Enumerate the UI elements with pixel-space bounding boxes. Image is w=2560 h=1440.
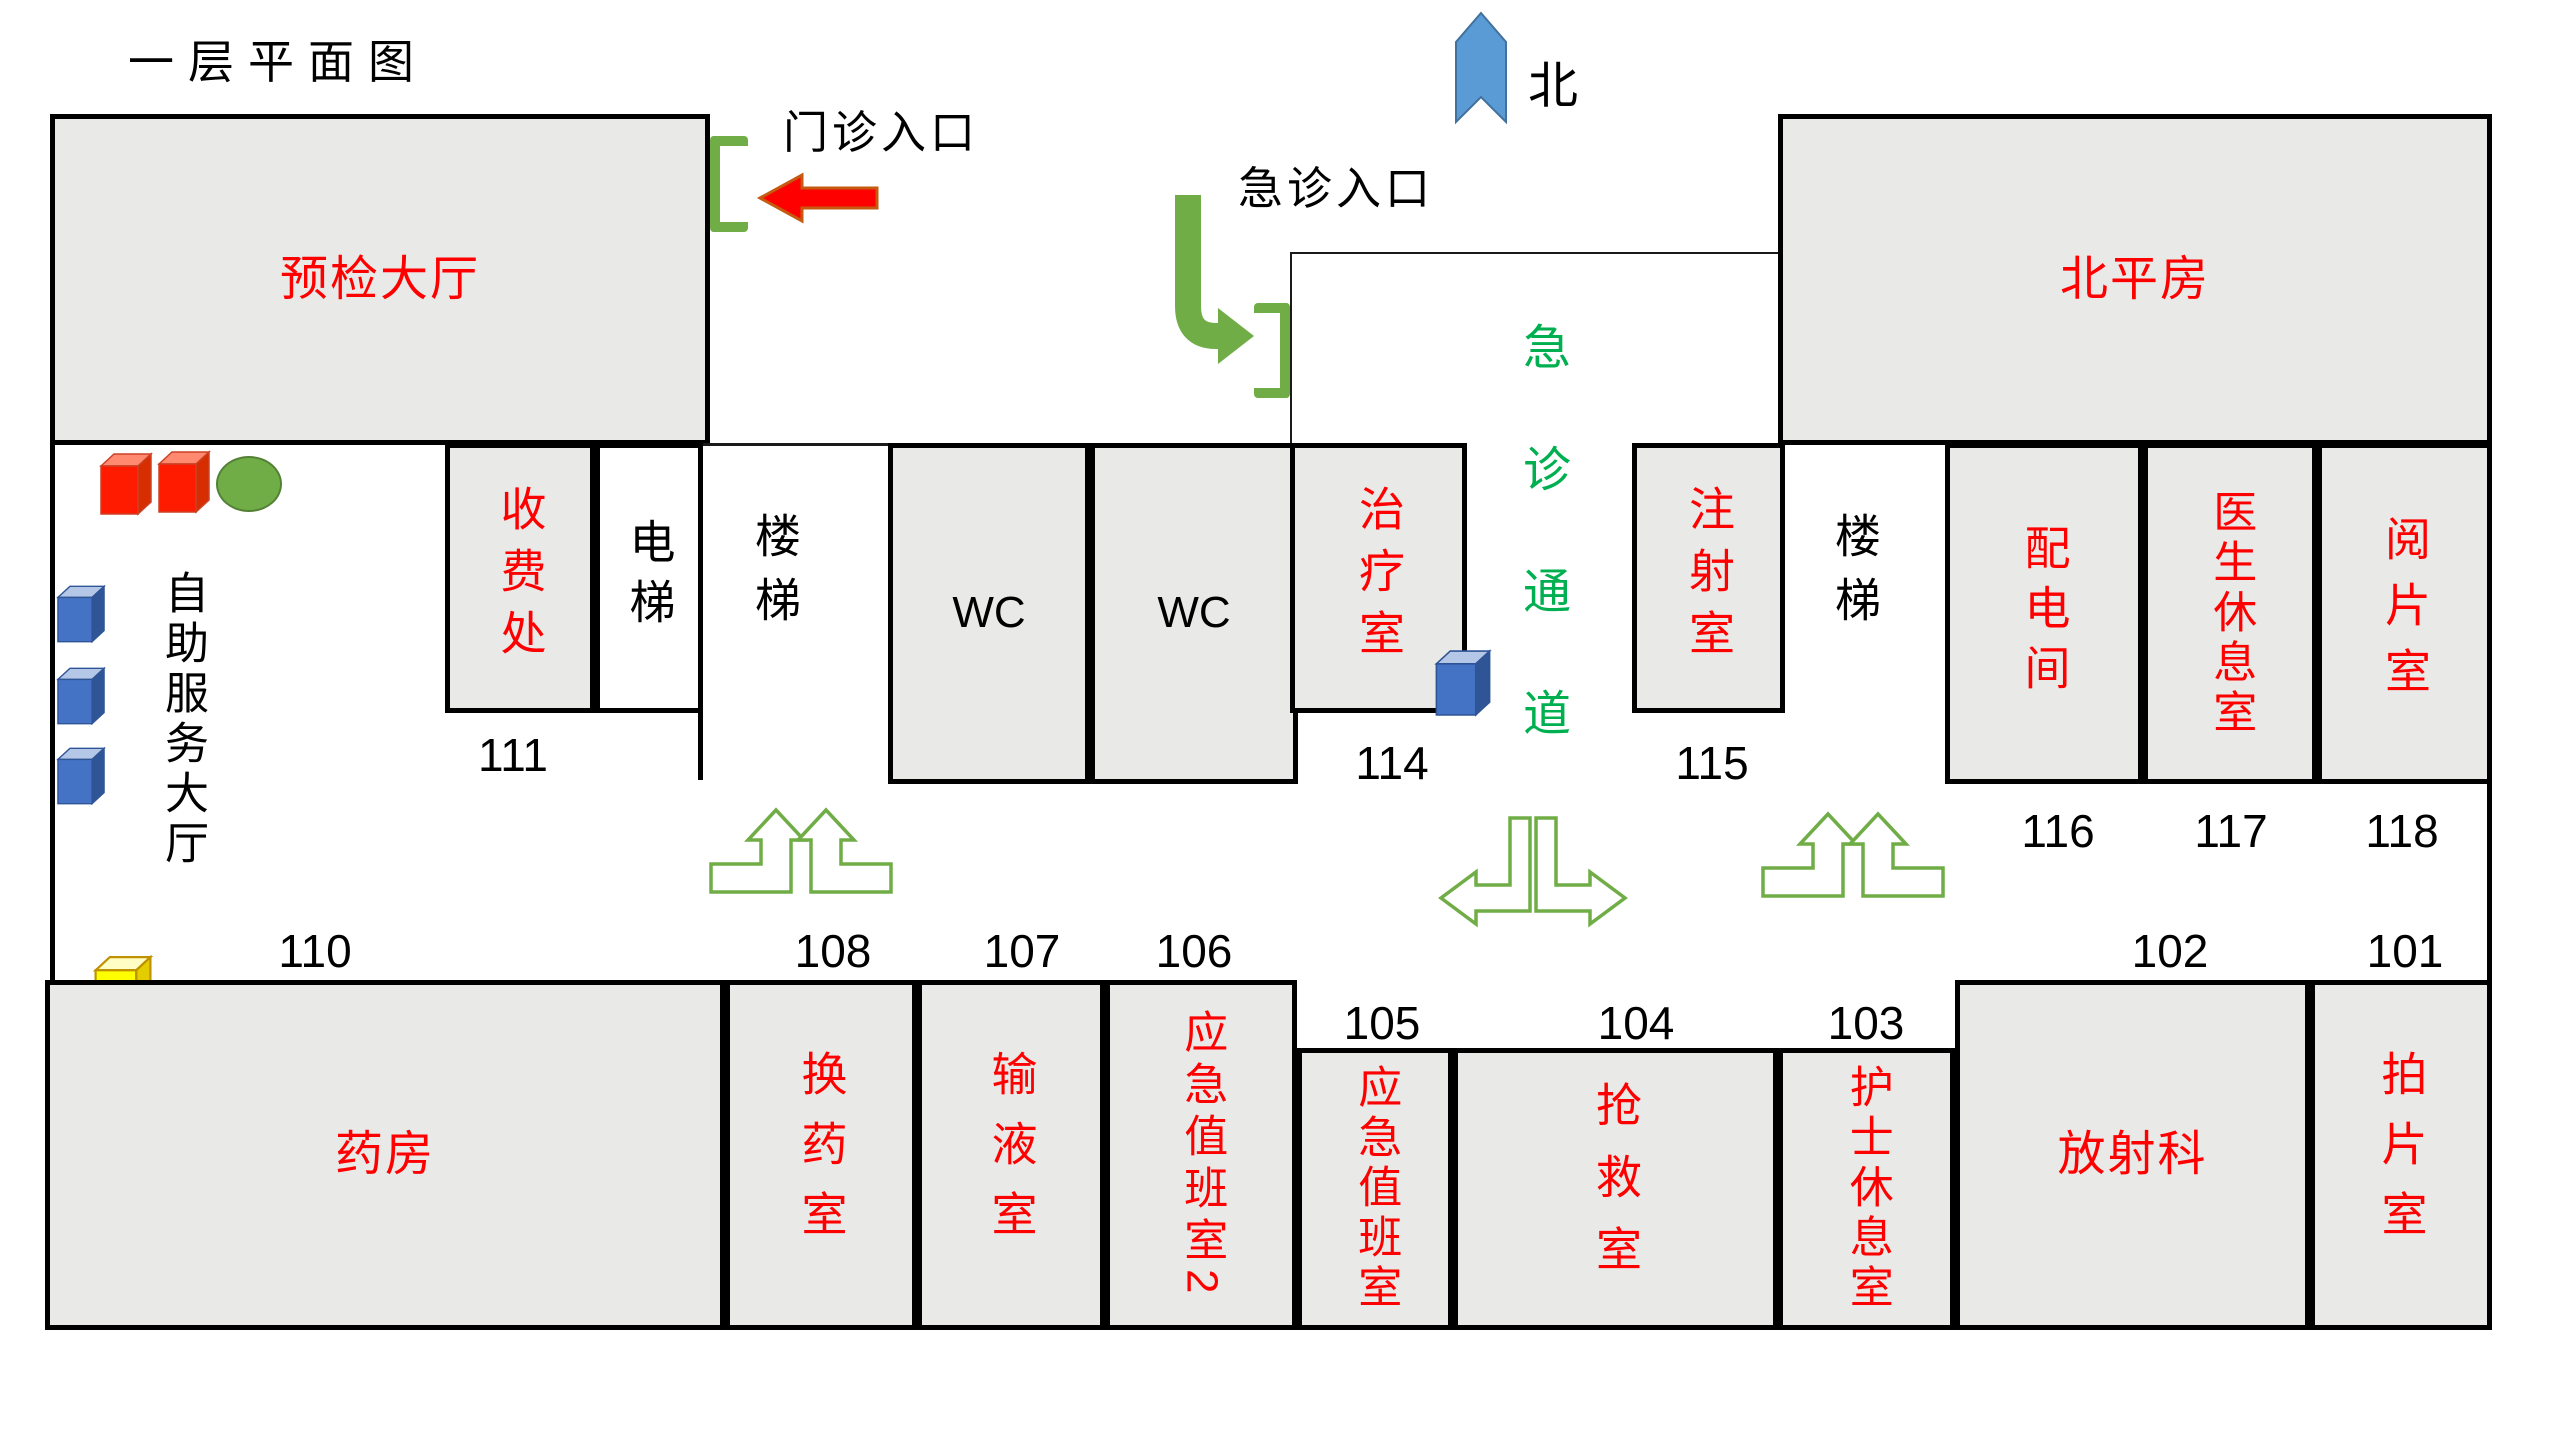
- room-number-107: 107: [983, 925, 1061, 977]
- outpatient-entrance-label: 门诊入口: [783, 107, 980, 158]
- room-injection: 注射室: [1632, 443, 1785, 713]
- room-number-102: 102: [2131, 925, 2209, 977]
- blue-cube-icon: [56, 584, 106, 644]
- room-label: 护士休息室: [1842, 1064, 1892, 1314]
- corridor-wall-top: [1290, 252, 1778, 254]
- room-number-116: 116: [2021, 805, 2095, 857]
- room-label: 放射科: [2057, 1128, 2208, 1182]
- room-label: 应急值班室: [1351, 1064, 1401, 1314]
- junction-left-right-arrows-icon: [1438, 816, 1628, 928]
- room-number-105: 105: [1343, 997, 1421, 1049]
- outpatient-door-bracket-icon: [710, 136, 748, 232]
- emergency-elbow-arrow-icon: [1175, 195, 1254, 364]
- room-xray: 拍片室: [2310, 980, 2492, 1330]
- wall-left-stub: [50, 445, 55, 980]
- wall-elevator-stub: [698, 713, 703, 780]
- room-label: 阅片室: [2378, 514, 2431, 713]
- room-stairs-right-label: 楼梯: [1829, 512, 1881, 640]
- room-number-103: 103: [1827, 997, 1905, 1049]
- stairs-up-arrows-left-icon: [709, 807, 893, 894]
- room-number-101: 101: [2366, 925, 2444, 977]
- wall-right-stub: [2487, 784, 2492, 980]
- room-label: 预检大厅: [279, 252, 480, 306]
- room-number-106: 106: [1155, 925, 1233, 977]
- room-label: 北平房: [2059, 252, 2210, 306]
- room-doctor-lounge: 医生休息室: [2143, 443, 2317, 784]
- room-wc-left: WC: [888, 443, 1090, 784]
- north-arrow-icon: [1455, 11, 1507, 125]
- room-cashier: 收费处: [445, 443, 595, 713]
- room-label: 医生休息室: [2206, 488, 2256, 739]
- room-infusion: 输液室: [917, 980, 1105, 1330]
- page-title: 一层平面图: [128, 37, 428, 88]
- corridor-wall-left: [1290, 252, 1292, 443]
- room-label: 治疗室: [1352, 485, 1405, 671]
- room-label: 拍片室: [2375, 1050, 2428, 1260]
- room-triage-hall: 预检大厅: [50, 114, 710, 445]
- room-power: 配电间: [1945, 443, 2143, 784]
- room-north-bungalow: 北平房: [1778, 114, 2492, 445]
- self-service-hall-label: 自助服务大厅: [158, 570, 207, 870]
- green-ellipse-icon: [216, 456, 282, 512]
- room-label: 换药室: [795, 1050, 848, 1260]
- room-elevator: 电梯: [595, 443, 703, 713]
- stairs-up-arrows-right-icon: [1761, 811, 1945, 898]
- north-label: 北: [1528, 58, 1578, 114]
- blue-cube-icon: [56, 666, 106, 726]
- room-nurse-lounge: 护士休息室: [1778, 1048, 1955, 1330]
- red-cube-icon: [157, 450, 211, 514]
- emergency-entrance-label: 急诊入口: [1238, 163, 1435, 214]
- room-emergency-duty: 应急值班室: [1297, 1048, 1453, 1330]
- room-dressing: 换药室: [725, 980, 917, 1330]
- room-emergency-duty2: 应急值班室2: [1105, 980, 1297, 1330]
- room-radiology: 放射科: [1955, 980, 2310, 1330]
- emergency-door-bracket-icon: [1254, 303, 1290, 398]
- room-label: 药房: [334, 1128, 435, 1182]
- outpatient-arrow-icon: [756, 172, 879, 224]
- room-number-117: 117: [2194, 805, 2268, 857]
- room-stairs-left-label: 楼梯: [749, 512, 801, 640]
- room-label: 应急值班室2: [1177, 1008, 1227, 1302]
- room-label: 收费处: [494, 485, 547, 671]
- blue-cube-icon: [56, 746, 106, 806]
- room-number-111: 111: [478, 729, 548, 781]
- room-number-115: 115: [1675, 737, 1749, 789]
- red-cube-icon: [99, 452, 153, 516]
- room-label: WC: [952, 588, 1026, 638]
- emergency-corridor-label: 急诊通道: [1515, 322, 1568, 810]
- room-number-108: 108: [794, 925, 872, 977]
- room-label: 配电间: [2018, 523, 2071, 704]
- room-label: 输液室: [985, 1050, 1038, 1260]
- room-wc-right: WC: [1090, 443, 1298, 784]
- room-film-reading: 阅片室: [2317, 443, 2492, 784]
- room-label: WC: [1157, 588, 1231, 638]
- room-label: 电梯: [623, 518, 676, 638]
- room-number-104: 104: [1597, 997, 1675, 1049]
- room-number-118: 118: [2365, 805, 2439, 857]
- room-pharmacy: 药房: [45, 980, 725, 1330]
- blue-cube-icon: [1434, 649, 1492, 717]
- room-number-110: 110: [278, 925, 352, 977]
- room-rescue: 抢救室: [1453, 1048, 1778, 1330]
- room-label: 抢救室: [1589, 1081, 1642, 1297]
- wall-stairs-left-top: [703, 443, 888, 446]
- room-label: 注射室: [1682, 485, 1735, 671]
- room-number-114: 114: [1355, 737, 1429, 789]
